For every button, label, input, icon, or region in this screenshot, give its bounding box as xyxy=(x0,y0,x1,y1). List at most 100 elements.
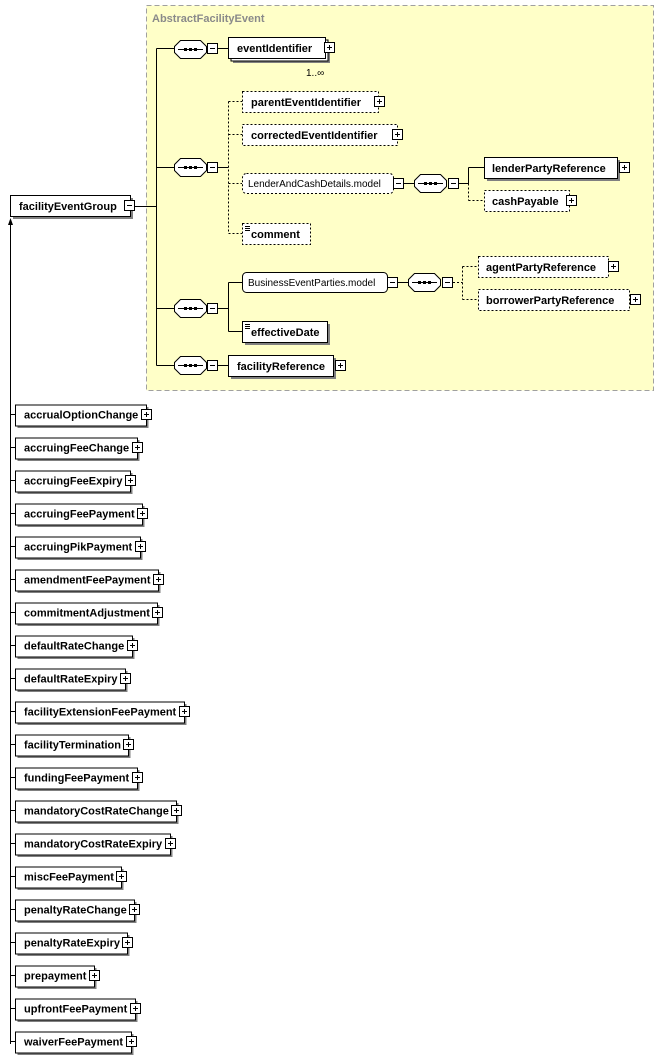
element-facility-reference[interactable] xyxy=(228,355,334,377)
effective-date-label: effectiveDate xyxy=(251,327,319,339)
substitution-item-label: facilityTermination xyxy=(24,740,121,752)
expand-icon[interactable] xyxy=(619,162,630,173)
expand-icon[interactable] xyxy=(120,673,131,684)
expand-icon[interactable] xyxy=(130,1003,141,1014)
substitution-item-label: miscFeePayment xyxy=(24,872,114,884)
expand-icon[interactable] xyxy=(122,937,133,948)
lender-party-reference-label: lenderPartyReference xyxy=(492,163,606,175)
collapse-icon[interactable] xyxy=(448,178,459,189)
expand-icon[interactable] xyxy=(135,541,146,552)
event-identifier-occurrence: 1..∞ xyxy=(306,68,324,79)
sequence-compositor-parties[interactable] xyxy=(408,273,441,292)
sequence-compositor-1[interactable] xyxy=(174,40,207,59)
expand-icon[interactable] xyxy=(129,904,140,915)
substitution-item-label: waiverFeePayment xyxy=(23,1037,123,1049)
substitution-item-label: fundingFeePayment xyxy=(24,773,129,785)
substitution-item[interactable]: defaultRateExpiry xyxy=(10,668,131,692)
collapse-icon[interactable] xyxy=(442,277,453,288)
expand-icon[interactable] xyxy=(566,195,577,206)
collapse-icon[interactable] xyxy=(124,200,135,211)
expand-icon[interactable] xyxy=(324,42,335,53)
collapse-icon[interactable] xyxy=(207,360,218,371)
expand-icon[interactable] xyxy=(179,706,190,717)
agent-party-reference-label: agentPartyReference xyxy=(486,262,596,274)
expand-icon[interactable] xyxy=(123,739,134,750)
substitution-item[interactable]: defaultRateChange xyxy=(10,635,138,659)
expand-icon[interactable] xyxy=(392,129,403,140)
substitution-item-label: upfrontFeePayment xyxy=(24,1004,128,1016)
facility-reference-label: facilityReference xyxy=(237,361,325,373)
substitution-item-label: accruingFeeChange xyxy=(24,443,129,455)
substitution-item-label: defaultRateChange xyxy=(24,641,124,653)
cash-payable-label: cashPayable xyxy=(492,196,559,208)
substitution-item[interactable]: amendmentFeePayment xyxy=(10,569,164,593)
element-comment[interactable] xyxy=(242,223,311,245)
substitution-item[interactable]: accruingFeeExpiry xyxy=(10,470,136,494)
group-lender-cash-details[interactable] xyxy=(242,173,394,194)
substitution-item[interactable]: penaltyRateExpiry xyxy=(10,932,133,956)
substitution-arrow-icon xyxy=(8,218,13,225)
substitution-item[interactable]: miscFeePayment xyxy=(10,866,127,890)
business-event-parties-label: BusinessEventParties.model xyxy=(248,278,375,289)
substitution-item-label: penaltyRateExpiry xyxy=(24,938,121,950)
expand-icon[interactable] xyxy=(141,409,152,420)
expand-icon[interactable] xyxy=(89,970,100,981)
element-lender-party-reference[interactable] xyxy=(484,157,618,179)
substitution-item[interactable]: accruingFeePayment xyxy=(10,503,148,527)
expand-icon[interactable] xyxy=(165,838,176,849)
expand-icon[interactable] xyxy=(153,574,164,585)
expand-icon[interactable] xyxy=(132,442,143,453)
substitution-item[interactable]: facilityTermination xyxy=(10,734,134,758)
element-parent-event-identifier[interactable] xyxy=(242,91,379,113)
element-borrower-party-reference[interactable] xyxy=(478,289,630,311)
expand-icon[interactable] xyxy=(152,607,163,618)
expand-icon[interactable] xyxy=(127,640,138,651)
expand-icon[interactable] xyxy=(374,96,385,107)
sequence-compositor-lender[interactable] xyxy=(414,174,447,193)
expand-icon[interactable] xyxy=(630,294,641,305)
event-identifier-label: eventIdentifier xyxy=(237,43,313,55)
collapse-icon[interactable] xyxy=(207,43,218,54)
expand-icon[interactable] xyxy=(137,508,148,519)
substitution-item-label: mandatoryCostRateExpiry xyxy=(24,839,163,851)
sequence-compositor-4[interactable] xyxy=(174,356,207,375)
expand-icon[interactable] xyxy=(608,261,619,272)
substitution-item[interactable]: fundingFeePayment xyxy=(10,767,143,791)
substitution-item[interactable]: facilityExtensionFeePayment xyxy=(10,701,190,725)
substitution-item[interactable]: mandatoryCostRateExpiry xyxy=(10,833,176,857)
substitution-item-label: defaultRateExpiry xyxy=(24,674,118,686)
simple-type-icon xyxy=(245,226,250,231)
substitution-item[interactable]: accruingFeeChange xyxy=(10,437,143,461)
expand-icon[interactable] xyxy=(116,871,127,882)
substitution-item-label: accrualOptionChange xyxy=(24,410,138,422)
parent-event-identifier-label: parentEventIdentifier xyxy=(251,97,362,109)
lender-cash-details-label: LenderAndCashDetails.model xyxy=(248,179,381,190)
substitution-item[interactable]: penaltyRateChange xyxy=(10,899,140,923)
sequence-compositor-2[interactable] xyxy=(174,158,207,177)
substitution-item-label: accruingFeePayment xyxy=(24,509,135,521)
substitution-item[interactable]: accruingPikPayment xyxy=(10,536,146,560)
substitution-item[interactable]: accrualOptionChange xyxy=(10,404,152,428)
element-effective-date[interactable] xyxy=(242,321,328,343)
collapse-icon[interactable] xyxy=(393,178,404,189)
expand-icon[interactable] xyxy=(335,360,346,371)
substitution-item-label: accruingPikPayment xyxy=(24,542,133,554)
collapse-icon[interactable] xyxy=(207,303,218,314)
expand-icon[interactable] xyxy=(132,772,143,783)
substitution-item-label: amendmentFeePayment xyxy=(24,575,151,587)
expand-icon[interactable] xyxy=(125,475,136,486)
abstract-group-box xyxy=(146,5,654,391)
substitution-item[interactable]: upfrontFeePayment xyxy=(10,998,141,1022)
substitution-item[interactable]: commitmentAdjustment xyxy=(10,602,163,626)
collapse-icon[interactable] xyxy=(207,162,218,173)
substitution-item[interactable]: prepayment xyxy=(10,965,100,989)
substitution-item[interactable]: waiverFeePayment xyxy=(10,1031,137,1055)
substitution-item[interactable]: mandatoryCostRateChange xyxy=(10,800,182,824)
sequence-compositor-3[interactable] xyxy=(174,299,207,318)
expand-icon[interactable] xyxy=(171,805,182,816)
expand-icon[interactable] xyxy=(126,1036,137,1047)
substitution-item-label: penaltyRateChange xyxy=(24,905,127,917)
element-cash-payable[interactable] xyxy=(484,190,570,212)
collapse-icon[interactable] xyxy=(387,277,398,288)
